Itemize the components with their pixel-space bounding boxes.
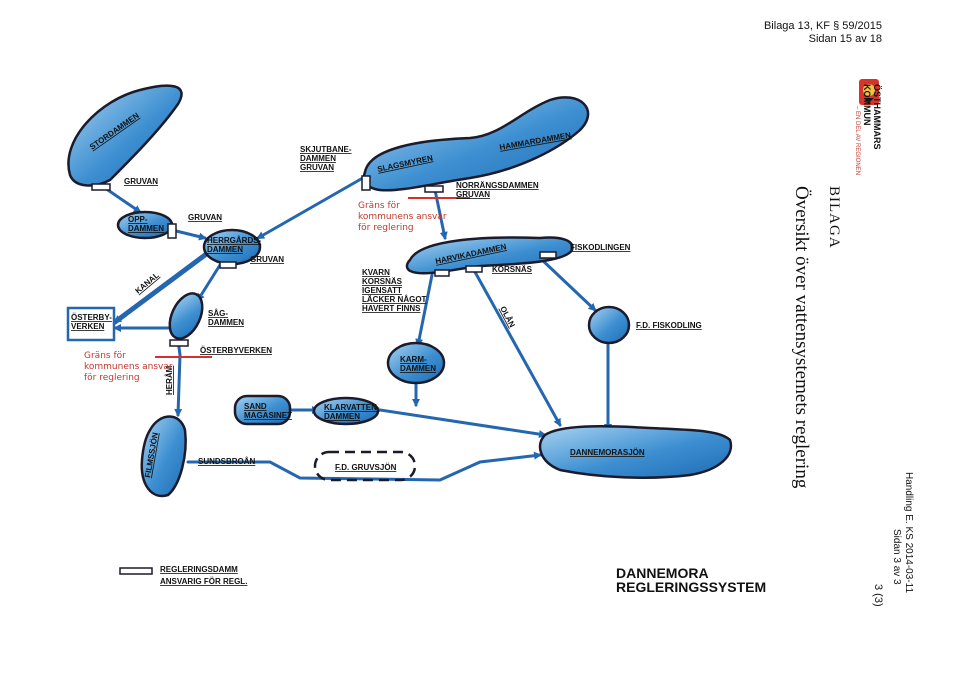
label-karmdammen: KARM-DAMMEN <box>400 355 436 373</box>
flow-oppdammen-herrgardsdammen <box>170 228 207 241</box>
sand-magasinet-shape <box>233 394 292 426</box>
dam-osterbyverken <box>169 339 189 347</box>
dam-stordammen <box>91 183 111 191</box>
label-dannemorasjon: DANNEMORASJÖN <box>570 448 645 457</box>
osterbyverken-box <box>66 306 116 342</box>
dam-herrgarden <box>219 261 237 269</box>
dam-oppdammen <box>167 223 177 239</box>
kommun-logo <box>859 79 879 105</box>
slagsmyren-shape <box>362 96 590 192</box>
label-fiskodlingen: FISKODLINGEN <box>570 243 631 252</box>
klarvattendammen-shape <box>312 396 380 426</box>
page-count: 3 (3) <box>872 584 884 607</box>
dam-kvarn <box>434 269 450 277</box>
page-header: Bilaga 13, KF § 59/2015 Sidan 15 av 18 <box>764 20 882 46</box>
karmdammen-shape <box>386 341 446 385</box>
handling-reference: Handling E. KS 2014-03-11 <box>903 472 914 594</box>
logo-name-line2: KOMMUN <box>862 84 872 126</box>
dam-norrangsdammen <box>424 185 444 193</box>
regulation-dams <box>91 175 557 347</box>
label-gruvan-3: GRUVAN <box>250 255 284 264</box>
label-osterbyverken-dam: ÖSTERBYVERKEN <box>200 346 272 355</box>
flow-klarvattendammen-dannemorasjon <box>378 408 547 439</box>
stordammen-shape <box>67 84 183 187</box>
label-fd-fiskodling: F.D. FISKODLING <box>636 321 702 330</box>
handling-page: Sidan 3 av 3 <box>891 529 902 585</box>
flow-herrgardsdammen-osterbyverken <box>112 252 208 325</box>
flow-connections <box>103 173 612 482</box>
bilaga-heading: BILAGA <box>826 186 842 249</box>
logo-tagline: – EN DEL AV REGIONEN <box>854 106 860 176</box>
fd-gruvsjon-shape <box>313 450 417 482</box>
harvikadammen-shape <box>405 236 574 275</box>
label-sagdammen: SÅG-DAMMEN <box>208 309 244 327</box>
label-gruvan-2: GRUVAN <box>188 213 222 222</box>
label-gruvan-1: GRUVAN <box>124 177 158 186</box>
label-klarvattendammen: KLARVATTEN-DAMMEN <box>324 403 380 421</box>
logo-name-line1: ÖSTHAMMARS <box>872 84 882 150</box>
water-bodies <box>67 84 733 498</box>
flow-sagdammen-filmssjon <box>174 338 183 417</box>
dam-fiskodlingen <box>539 251 557 259</box>
label-korsnas: KORSNÄS <box>492 265 533 274</box>
dannemorasjon-shape <box>538 425 733 479</box>
sagdammen-shape <box>168 292 204 340</box>
label-herrgardsdammen: HERRGÅRDS-DAMMEN <box>207 236 262 254</box>
header-line-2: Sidan 15 av 18 <box>808 33 882 45</box>
flow-harvikadammen-fiskodlingen <box>538 256 597 312</box>
diagram-title-line1: DANNEMORA <box>616 565 709 581</box>
flow-harvikadammen-karmdammen <box>415 273 434 347</box>
diagram-title-line2: REGLERINGSSYSTEM <box>616 579 766 595</box>
filmssjon-shape <box>140 415 187 498</box>
flow-harvikadammen-dannemorasjon <box>473 270 562 427</box>
label-oppdammen: OPP-DAMMEN <box>128 215 164 233</box>
legend-dam-symbol <box>119 567 153 575</box>
flow-slagsmyren-herrgardsdammen <box>256 173 370 240</box>
logo-text: ÖSTHAMMARS KOMMUN <box>862 84 882 150</box>
dam-korsnas <box>465 265 483 273</box>
label-sundsbroan: SUNDSBROÅN <box>198 457 256 466</box>
legend-regleringsdamm: REGLERINGSDAMM <box>160 565 238 574</box>
fiskodlingen-shape <box>587 305 631 345</box>
flow-herrgardsdammen-sagdammen <box>196 263 222 302</box>
document-subtitle: Översikt över vattensystemets reglering <box>791 186 812 489</box>
flow-stordammen-oppdammen <box>103 186 142 214</box>
label-osterbyverken: ÖSTERBY-VERKEN <box>71 313 112 331</box>
header-line-1: Bilaga 13, KF § 59/2015 <box>763 20 882 32</box>
label-fd-gruvsjon: F.D. GRUVSJÖN <box>335 463 397 472</box>
legend-ansvarig: ANSVARIG FÖR REGL. <box>160 577 247 586</box>
label-heram: HERÅM <box>165 365 174 395</box>
dam-skjutbane <box>361 175 371 191</box>
